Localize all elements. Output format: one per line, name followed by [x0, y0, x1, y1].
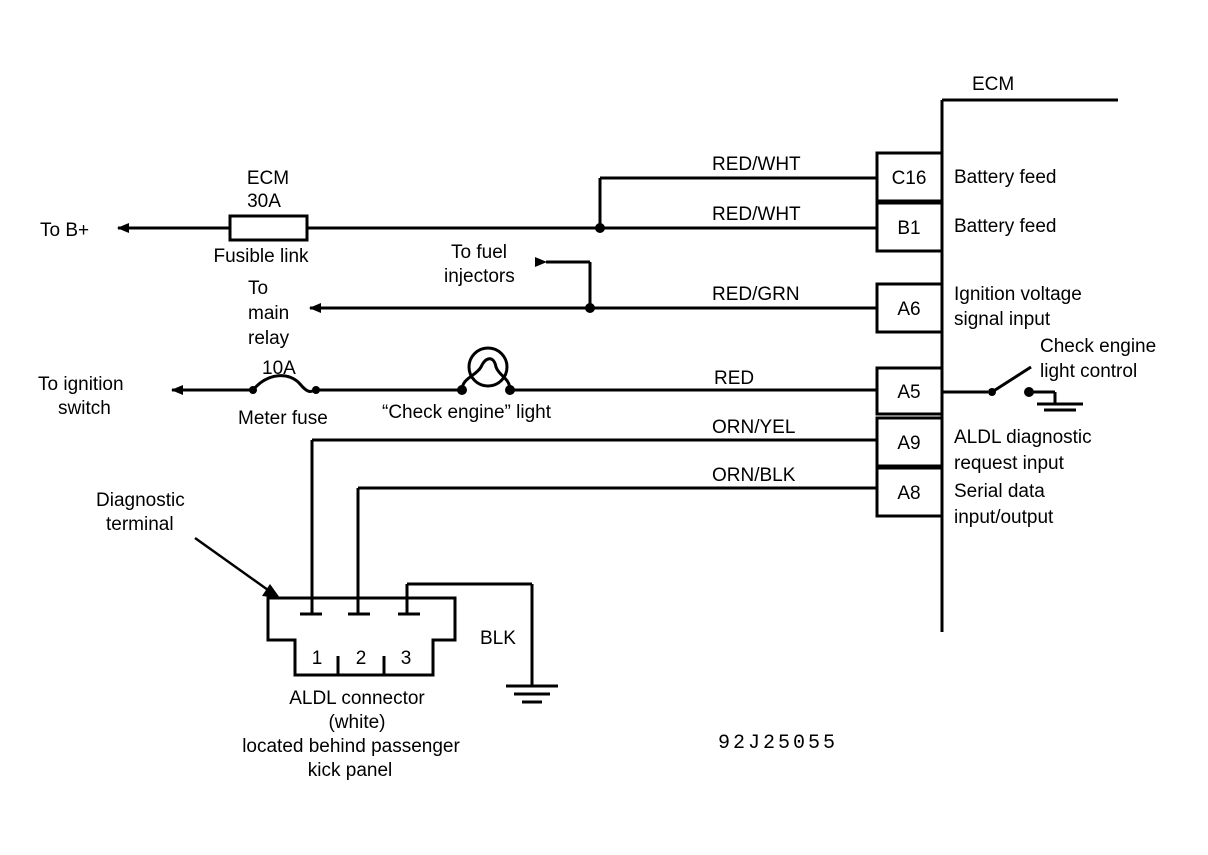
pin-label: C16 [892, 168, 927, 189]
pin-label: A6 [897, 299, 920, 320]
pin-box [875, 466, 944, 518]
fusible-link-label: Fusible link [213, 246, 309, 267]
main-relay-label-line2: main [248, 303, 289, 324]
pin-description: Battery feed [954, 167, 1056, 188]
main-relay-label-line1: To [248, 278, 268, 299]
ecm-pin-a9: A9 ALDL diagnostic request input [875, 416, 1092, 474]
pin-description-line1: Serial data [954, 481, 1045, 502]
meter-fuse-label: Meter fuse [238, 408, 328, 429]
ecm-pin-b1: B1 Battery feed [875, 201, 1056, 253]
aldl-caption-line1: ALDL connector [289, 688, 425, 709]
figure-code: 92J25055 [718, 732, 838, 755]
pin-box [875, 151, 944, 203]
pin-description-line2: input/output [954, 507, 1054, 528]
aldl-caption-line3: located behind passenger [242, 736, 460, 757]
switch-label-line2: light control [1040, 361, 1137, 382]
aldl-caption-line2: (white) [328, 712, 385, 733]
pin-description-line1: ALDL diagnostic [954, 427, 1092, 448]
pin-description-line2: request input [954, 453, 1065, 474]
pin-label: A5 [897, 382, 920, 403]
ecm-pin-a8: A8 Serial data input/output [875, 466, 1054, 528]
callout-arrowhead [262, 584, 280, 598]
ignition-voltage-wires: RED/GRN To fuel injectors To main relay [248, 242, 877, 349]
aldl-pin-2-label: 2 [356, 648, 367, 669]
aldl-wires: ORN/YEL ORN/BLK [310, 417, 877, 614]
blk-wire-label: BLK [480, 628, 516, 649]
aldl-connector: 1 2 3 BLK ALDL connector (white) located… [242, 582, 558, 781]
pin-description-line1: Ignition voltage [954, 284, 1082, 305]
ignition-label-line1: To ignition [38, 374, 124, 395]
fuel-injectors-label-line1: To fuel [451, 242, 507, 263]
aldl-connector-body [266, 596, 457, 677]
wire-label-a6: RED/GRN [712, 284, 800, 305]
ecm-title: ECM [972, 74, 1014, 95]
meter-fuse-rating: 10A [262, 358, 296, 379]
battery-feed-wires: RED/WHT RED/WHT [307, 154, 877, 233]
pin-box [875, 282, 944, 334]
fuel-injectors-label-line2: injectors [444, 266, 515, 287]
wire-label-a9: ORN/YEL [712, 417, 795, 438]
wire-label-b1: RED/WHT [712, 204, 801, 225]
check-engine-light-circuit: RED To ignition switch 10A Meter fuse “C… [38, 346, 877, 429]
wire-label-c16: RED/WHT [712, 154, 801, 175]
pin-label: A8 [897, 483, 920, 504]
ignition-label-line2: switch [58, 398, 111, 419]
callout-arrow [194, 536, 269, 592]
wire-label-a8: ORN/BLK [712, 465, 796, 486]
switch-label-line1: Check engine [1040, 336, 1156, 357]
fusible-link-rating: 30A [247, 191, 281, 212]
aldl-caption-line4: kick panel [308, 760, 393, 781]
fusible-link-body [228, 214, 309, 242]
aldl-pin-3-label: 3 [401, 648, 412, 669]
switch-blade [991, 365, 1032, 394]
fusible-link: ECM 30A Fusible link To B+ [40, 168, 309, 267]
check-engine-light-label: “Check engine” light [382, 402, 552, 423]
to-b-plus-label: To B+ [40, 220, 89, 241]
check-engine-bulb-icon [467, 346, 509, 388]
diagnostic-terminal-callout: Diagnostic terminal [96, 490, 280, 598]
diagnostic-terminal-line1: Diagnostic [96, 490, 185, 511]
pin-label: A9 [897, 433, 920, 454]
splice-dot [595, 223, 605, 233]
pin-label: B1 [897, 218, 920, 239]
ecm-pin-a5: A5 [875, 366, 944, 416]
main-relay-label-line3: relay [248, 328, 290, 349]
pin-box [875, 416, 944, 468]
fusible-link-title: ECM [247, 168, 289, 189]
ecm-pin-c16: C16 Battery feed [875, 151, 1056, 203]
pin-description-line2: signal input [954, 309, 1051, 330]
aldl-pin-1-label: 1 [312, 648, 323, 669]
check-engine-control-switch: Check engine light control [942, 336, 1156, 412]
pin-description: Battery feed [954, 216, 1056, 237]
wire-label-a5: RED [714, 368, 754, 389]
bulb-filament [460, 357, 512, 391]
ecm-pin-a6: A6 Ignition voltage signal input [875, 282, 1082, 334]
diagnostic-terminal-line2: terminal [106, 514, 174, 535]
